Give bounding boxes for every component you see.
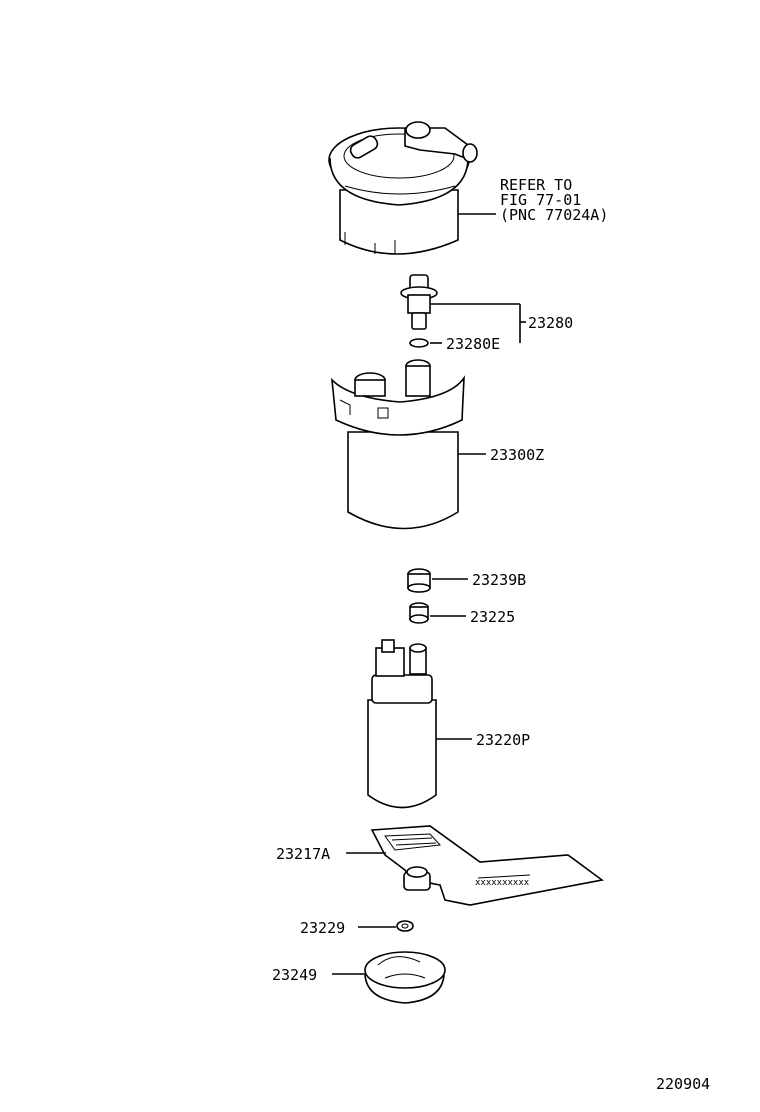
clip-23229 (396, 920, 414, 932)
refer-to-label-line3: (PNC 77024A) (500, 206, 608, 224)
part-label-23249: 23249 (272, 966, 317, 984)
svg-text:xxxxxxxxxx: xxxxxxxxxx (475, 878, 530, 888)
part-label-23225: 23225 (470, 608, 515, 626)
part-label-23229: 23229 (300, 919, 345, 937)
fuel-pump-23220P (367, 639, 437, 809)
part-label-23280: 23280 (528, 314, 573, 332)
filter-cushion-23239B (407, 568, 431, 593)
part-label-23300Z: 23300Z (490, 446, 544, 464)
part-label-23217A: 23217A (276, 845, 330, 863)
refer-to-label-line2: FIG 77-01 (500, 191, 581, 209)
retainer-23249 (364, 951, 446, 1004)
part-label-23280E: 23280E (446, 335, 500, 353)
figure-code: 220904 (656, 1075, 710, 1093)
strainer-23217A: xxxxxxxxxx (370, 825, 604, 906)
refer-to-label-line1: REFER TO (500, 176, 572, 194)
check-valve-23280 (400, 274, 438, 348)
part-label-23220P: 23220P (476, 731, 530, 749)
fuel-filter-23300Z (330, 359, 465, 530)
pump-cover-assembly (328, 121, 478, 255)
pump-cushion-23225 (409, 602, 429, 624)
part-label-23239B: 23239B (472, 571, 526, 589)
leader-lines (332, 213, 526, 975)
